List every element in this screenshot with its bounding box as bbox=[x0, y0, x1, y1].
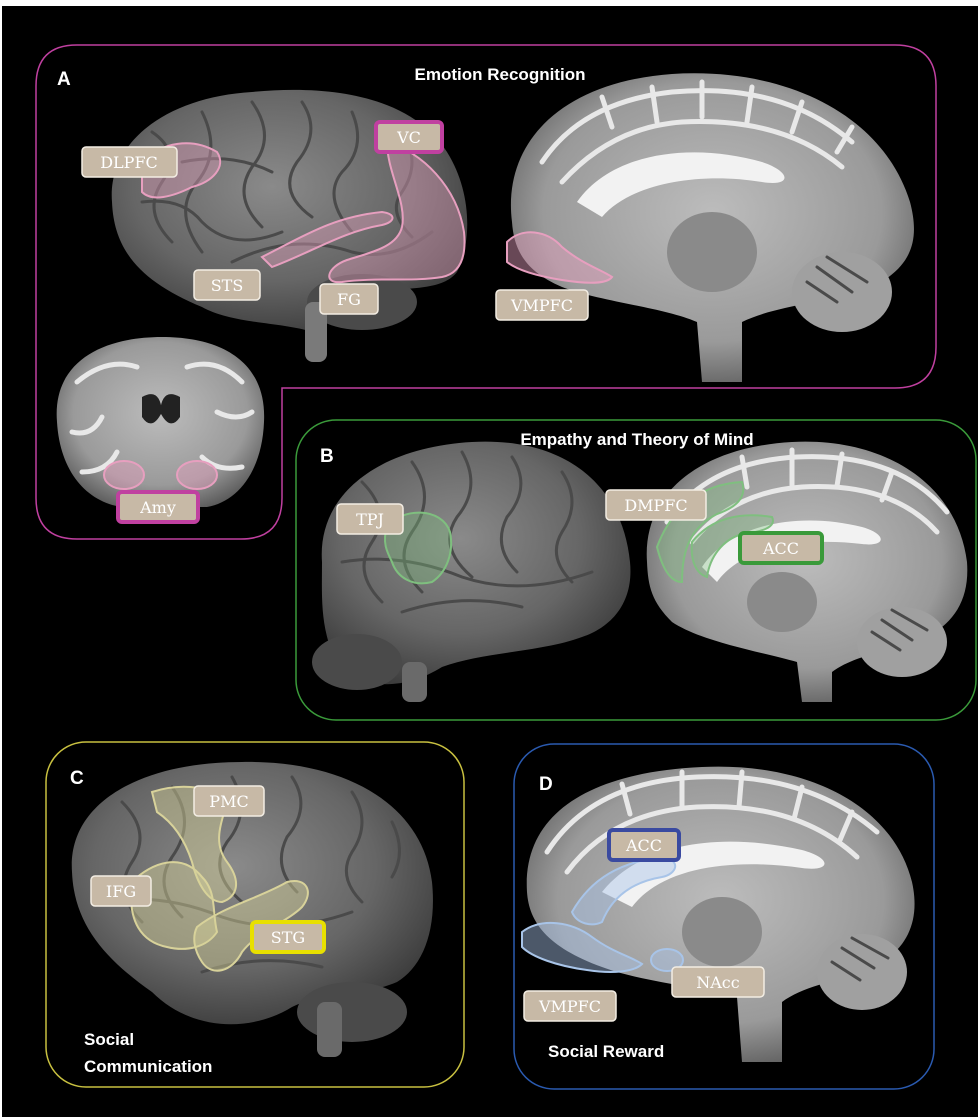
label-fg-text: FG bbox=[337, 290, 361, 309]
panel-a-letter: A bbox=[57, 69, 71, 90]
label-pmc: PMC bbox=[194, 786, 264, 816]
label-acc-d-text: ACC bbox=[625, 836, 662, 855]
panel-a-title: Emotion Recognition bbox=[415, 65, 586, 84]
label-vmpfc-d: VMPFC bbox=[524, 991, 616, 1021]
label-amy-text: Amy bbox=[139, 498, 176, 517]
label-acc-d: ACC bbox=[609, 830, 679, 860]
label-vmpfc-a-text: VMPFC bbox=[510, 296, 573, 315]
label-acc-b-text: ACC bbox=[762, 539, 799, 558]
label-pmc-text: PMC bbox=[209, 792, 248, 811]
lateral-brain-b bbox=[312, 442, 630, 702]
sagittal-slice-a bbox=[507, 73, 914, 382]
label-vc-text: VC bbox=[396, 128, 421, 147]
panel-c-title-line1: Social bbox=[84, 1030, 134, 1049]
coronal-slice bbox=[57, 337, 264, 507]
amy-region-left bbox=[104, 461, 144, 489]
amy-region-right bbox=[177, 461, 217, 489]
panel-b-letter: B bbox=[320, 446, 334, 467]
label-nacc-text: NAcc bbox=[696, 973, 740, 992]
label-fg: FG bbox=[320, 284, 378, 314]
label-amy: Amy bbox=[118, 492, 198, 522]
label-acc-b: ACC bbox=[740, 533, 822, 563]
panel-b-title: Empathy and Theory of Mind bbox=[520, 430, 753, 449]
panel-c: C PMC IFG bbox=[46, 742, 464, 1087]
sagittal-slice-b bbox=[647, 442, 968, 702]
label-ifg: IFG bbox=[91, 876, 151, 906]
label-sts-text: STS bbox=[211, 276, 244, 295]
label-vc: VC bbox=[376, 122, 442, 152]
panel-c-title-line2: Communication bbox=[84, 1057, 212, 1076]
label-dmpfc: DMPFC bbox=[606, 490, 706, 520]
label-vmpfc-a: VMPFC bbox=[496, 290, 588, 320]
label-stg: STG bbox=[252, 922, 324, 952]
label-nacc: NAcc bbox=[672, 967, 764, 997]
figure-top-border bbox=[0, 0, 978, 6]
panel-d: D ACC VMPFC NAcc bbox=[514, 744, 934, 1089]
label-vmpfc-d-text: VMPFC bbox=[538, 997, 601, 1016]
panel-d-title: Social Reward bbox=[548, 1042, 664, 1061]
label-tpj-text: TPJ bbox=[356, 510, 384, 529]
label-dlpfc-text: DLPFC bbox=[100, 153, 158, 172]
label-tpj: TPJ bbox=[337, 504, 403, 534]
label-dmpfc-text: DMPFC bbox=[624, 496, 687, 515]
label-stg-text: STG bbox=[271, 928, 305, 947]
label-ifg-text: IFG bbox=[106, 882, 136, 901]
panel-b: B Empathy and Theory of Mind bbox=[296, 420, 976, 720]
panel-c-letter: C bbox=[70, 768, 84, 789]
panel-d-letter: D bbox=[539, 774, 553, 795]
label-sts: STS bbox=[194, 270, 260, 300]
label-dlpfc: DLPFC bbox=[82, 147, 177, 177]
